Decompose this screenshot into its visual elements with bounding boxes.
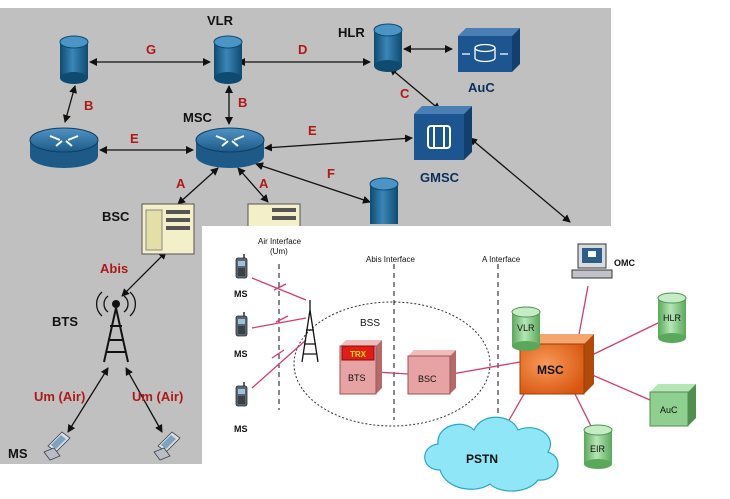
hlr-db-icon	[373, 23, 403, 72]
bss-boundary	[293, 301, 491, 427]
bts-front-label: BTS	[348, 373, 366, 383]
auc-label: AuC	[468, 80, 495, 95]
vlr-front-label: VLR	[517, 323, 535, 333]
auc-box-front-icon	[649, 384, 696, 427]
bss-label: BSS	[360, 318, 380, 329]
hlr-front-label: HLR	[663, 313, 682, 323]
ms-label-3: MS	[234, 424, 248, 434]
omc-computer-icon	[571, 243, 613, 279]
msc-router-icon	[195, 127, 265, 168]
hlr-db-front-icon	[657, 292, 687, 343]
f-db-icon	[369, 177, 399, 224]
omc-label: OMC	[614, 258, 635, 268]
ms-label-2: MS	[234, 349, 248, 359]
a-interface-label: A Interface	[482, 255, 521, 264]
msc-label: MSC	[183, 110, 213, 125]
gmsc-label: GMSC	[420, 170, 460, 185]
left-bsc-cabinet-icon	[141, 203, 195, 255]
interface-b-left-label: B	[84, 98, 93, 113]
vlr-db-front-icon	[511, 306, 541, 351]
hlr-label: HLR	[338, 25, 365, 40]
vlr-db-icon	[213, 35, 243, 84]
pstn-label: PSTN	[466, 452, 498, 466]
gmsc-switch-icon	[414, 106, 472, 160]
interface-g-label: G	[146, 42, 156, 57]
msc-front-label: MSC	[537, 363, 564, 377]
bsc-box-icon	[407, 350, 456, 395]
back-links	[63, 45, 571, 433]
auc-box-icon	[458, 28, 520, 72]
g-db-icon	[59, 35, 89, 84]
interface-um-left-label: Um (Air)	[34, 389, 85, 404]
interface-um-right-label: Um (Air)	[132, 389, 183, 404]
bsc-front-label: BSC	[418, 374, 437, 384]
interface-f-label: F	[327, 166, 335, 181]
interface-c-label: C	[400, 86, 410, 101]
left-msc-router-icon	[29, 127, 99, 168]
air-interface-sub-label: (Um)	[270, 247, 288, 256]
interface-abis-label: Abis	[100, 261, 128, 276]
abis-interface-label: Abis Interface	[366, 255, 415, 264]
bsc-label: BSC	[102, 209, 130, 224]
trx-box-icon	[341, 345, 375, 361]
eir-front-label: EIR	[590, 444, 606, 454]
eir-db-front-icon	[583, 424, 613, 469]
air-interface-label: Air Interface	[258, 237, 302, 246]
interface-dividers	[278, 264, 499, 430]
interface-e-left-label: E	[130, 131, 139, 146]
interface-b-center-label: B	[238, 95, 247, 110]
bts-tower-icon	[96, 291, 136, 363]
ms-label: MS	[8, 446, 28, 461]
trx-label: TRX	[350, 350, 367, 359]
interface-d-label: D	[298, 42, 307, 57]
bts-label: BTS	[52, 314, 78, 329]
vlr-label: VLR	[207, 13, 234, 28]
auc-front-label: AuC	[660, 405, 678, 415]
front-bts-antenna-icon	[301, 300, 319, 363]
ms-label-1: MS	[234, 289, 248, 299]
interface-e-right-label: E	[308, 123, 317, 138]
interface-a-right-label: A	[259, 176, 269, 191]
pstn-cloud-icon	[424, 416, 559, 492]
interface-a-left-label: A	[176, 176, 186, 191]
